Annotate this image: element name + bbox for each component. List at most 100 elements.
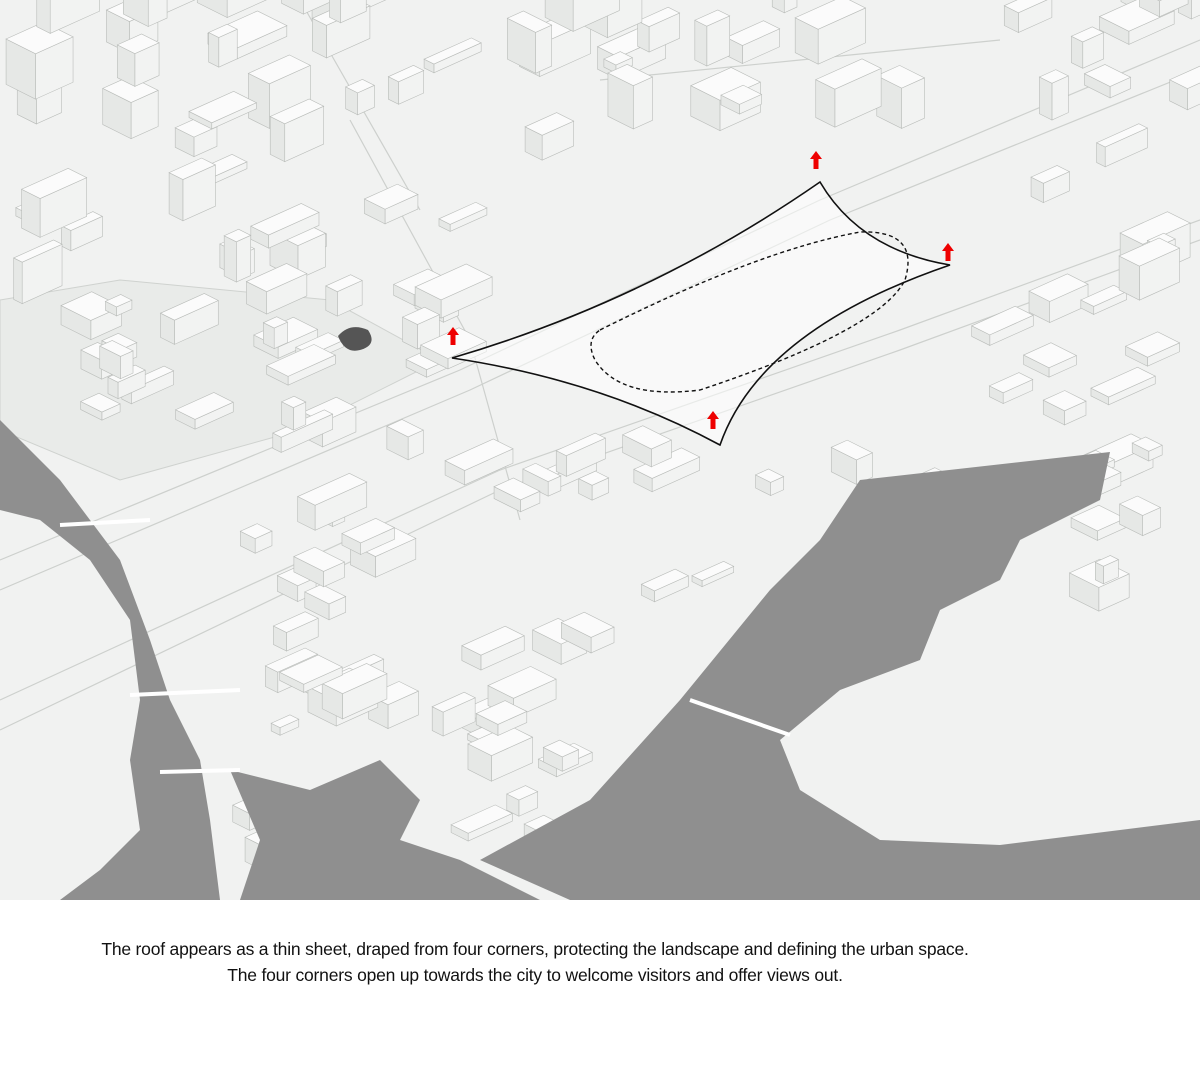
building <box>1118 495 1162 537</box>
building <box>1070 504 1126 541</box>
building <box>607 64 654 130</box>
building <box>321 663 388 720</box>
building <box>450 804 513 842</box>
aerial-site-diagram <box>0 0 1200 900</box>
building <box>174 392 234 430</box>
pond <box>338 327 372 351</box>
building <box>506 10 553 74</box>
building <box>60 211 104 252</box>
building <box>694 9 731 67</box>
building <box>250 203 320 249</box>
building <box>387 65 425 105</box>
caption: The roof appears as a thin sheet, draped… <box>101 939 969 985</box>
building <box>1169 65 1200 111</box>
building <box>304 584 347 621</box>
building <box>188 91 258 130</box>
building <box>506 785 539 817</box>
building <box>239 523 273 554</box>
building <box>577 470 610 501</box>
harbor-basin <box>480 452 1200 900</box>
building <box>281 0 336 15</box>
building <box>1030 165 1071 204</box>
building <box>444 438 514 486</box>
building <box>1139 0 1189 18</box>
building <box>771 0 798 14</box>
bridges <box>59 518 791 774</box>
river <box>0 420 220 900</box>
up-arrow-icon <box>707 411 719 429</box>
building <box>544 0 620 32</box>
building <box>720 84 763 115</box>
water <box>0 327 1200 900</box>
building <box>725 20 781 64</box>
building <box>345 79 376 116</box>
building <box>329 0 367 24</box>
building <box>245 263 308 315</box>
building <box>633 447 701 493</box>
building <box>493 477 541 513</box>
building <box>223 228 252 283</box>
building <box>104 294 133 317</box>
building <box>475 700 528 736</box>
building <box>80 392 121 421</box>
up-arrow-icon <box>810 151 822 169</box>
building <box>262 316 289 350</box>
arrows <box>447 151 954 429</box>
building <box>363 183 419 225</box>
building <box>467 725 534 782</box>
building <box>1042 390 1087 426</box>
building <box>1118 237 1181 301</box>
building <box>1022 342 1078 378</box>
building <box>270 714 300 736</box>
building <box>794 0 867 65</box>
building <box>754 468 785 497</box>
roof-sheet <box>451 180 951 447</box>
building <box>1028 273 1089 323</box>
building <box>431 691 476 737</box>
building <box>296 472 368 531</box>
building <box>461 625 525 671</box>
up-arrow-icon <box>942 243 954 261</box>
building <box>522 462 562 497</box>
building <box>1038 69 1069 121</box>
building <box>341 517 396 555</box>
building <box>20 168 88 238</box>
building <box>542 739 580 772</box>
building <box>293 546 346 588</box>
building <box>386 419 424 461</box>
building <box>196 0 267 19</box>
building <box>269 98 325 163</box>
building <box>524 112 575 161</box>
building <box>640 568 689 603</box>
building <box>401 306 441 350</box>
roof-opening-dashed <box>590 231 909 393</box>
building <box>876 65 926 129</box>
building <box>13 239 63 305</box>
building <box>116 33 160 87</box>
building <box>1070 26 1105 69</box>
building <box>438 201 488 232</box>
building <box>1094 555 1120 585</box>
building <box>280 395 307 431</box>
building <box>1003 0 1053 34</box>
building <box>207 23 238 68</box>
inner-harbor <box>230 760 540 900</box>
building <box>266 344 337 386</box>
building <box>414 263 493 319</box>
building <box>560 611 615 654</box>
building <box>102 75 159 140</box>
building <box>691 561 735 588</box>
building <box>1124 331 1181 367</box>
building <box>159 293 219 345</box>
building <box>423 37 482 74</box>
building <box>636 6 681 53</box>
building <box>815 58 882 128</box>
building <box>99 340 134 380</box>
building <box>36 0 100 34</box>
building <box>1080 284 1128 315</box>
building <box>122 0 168 27</box>
building <box>1083 64 1132 99</box>
building <box>325 274 363 317</box>
building <box>1095 123 1149 168</box>
building <box>830 439 874 485</box>
